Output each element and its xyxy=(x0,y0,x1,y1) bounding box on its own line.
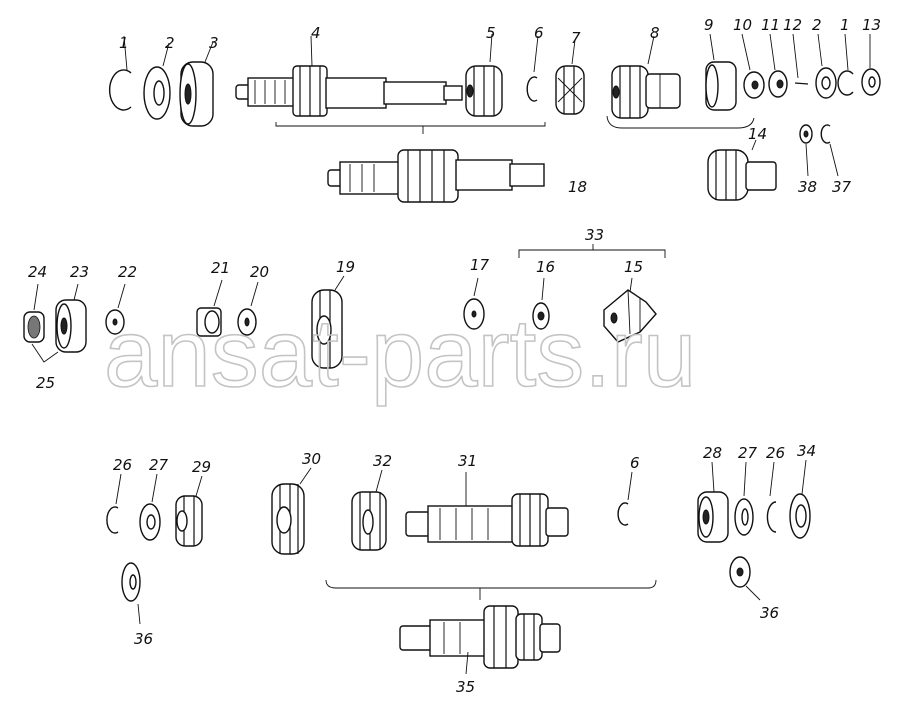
part-coupling-7 xyxy=(555,39,585,115)
callout-8: 8 xyxy=(650,24,660,42)
callout-7: 7 xyxy=(571,29,581,47)
part-washer-27-left xyxy=(139,473,161,541)
callout-38: 38 xyxy=(798,178,817,196)
part-washer-2-right xyxy=(815,33,837,99)
part-nut-21 xyxy=(196,279,223,337)
callout-5: 5 xyxy=(486,24,496,42)
callout-16: 16 xyxy=(536,258,555,276)
callout-36-left: 36 xyxy=(134,630,153,648)
callout-14: 14 xyxy=(748,125,767,143)
part-circlip-26-right xyxy=(766,461,777,533)
callout-27-left: 27 xyxy=(149,456,169,474)
part-circlip-26-left xyxy=(106,473,122,534)
part-washer-20 xyxy=(237,281,259,336)
part-circlip-1 xyxy=(108,35,132,111)
part-washer-2 xyxy=(143,42,171,120)
callout-24: 24 xyxy=(28,263,47,281)
callout-13: 13 xyxy=(862,16,881,34)
part-shaft-assembly-18 xyxy=(327,149,545,203)
callout-34: 34 xyxy=(797,442,816,460)
callout-37: 37 xyxy=(832,178,852,196)
part-circlip-37 xyxy=(820,124,839,177)
part-gear-5 xyxy=(465,33,503,117)
callout-2-right: 2 xyxy=(812,16,822,34)
part-bearing-23 xyxy=(55,283,87,353)
part-washer-36-left xyxy=(121,562,141,625)
part-bearing-28 xyxy=(697,461,729,543)
assembly-bracket-33 xyxy=(518,244,666,258)
callout-23: 23 xyxy=(70,263,89,281)
part-gear-30 xyxy=(271,467,312,555)
callout-20: 20 xyxy=(250,263,269,281)
callout-35: 35 xyxy=(456,678,475,696)
callout-21: 21 xyxy=(211,259,230,277)
part-washer-17 xyxy=(463,277,485,330)
callout-29: 29 xyxy=(192,458,211,476)
callout-2: 2 xyxy=(165,34,175,52)
callout-9: 9 xyxy=(704,16,714,34)
callout-31: 31 xyxy=(458,452,477,470)
part-shaft-4 xyxy=(235,35,463,117)
callout-6-bottom: 6 xyxy=(630,454,640,472)
part-washer-34 xyxy=(789,459,811,539)
callout-30: 30 xyxy=(302,450,321,468)
part-washer-10 xyxy=(741,33,765,99)
callout-32: 32 xyxy=(373,452,392,470)
callout-1-right: 1 xyxy=(840,16,850,34)
part-gear-29 xyxy=(175,475,203,547)
part-washer-13 xyxy=(861,34,881,96)
part-washer-11 xyxy=(768,33,788,98)
part-gear-14 xyxy=(707,139,777,201)
callout-26-left: 26 xyxy=(113,456,132,474)
callout-28: 28 xyxy=(703,444,722,462)
part-washer-27-right xyxy=(734,461,754,536)
assembly-bracket-bottom xyxy=(325,579,657,600)
part-bearing-9 xyxy=(705,33,737,111)
callout-6-top: 6 xyxy=(534,24,544,42)
part-seal-24 xyxy=(23,283,45,343)
part-shaft-31 xyxy=(405,472,569,547)
part-shaft-assembly-35 xyxy=(399,605,561,675)
part-circlip-1-right xyxy=(837,33,854,96)
callout-33: 33 xyxy=(585,226,604,244)
callout-26-right: 26 xyxy=(766,444,785,462)
part-clutch-cone-15 xyxy=(603,277,657,343)
part-washer-22 xyxy=(105,283,126,335)
callout-11: 11 xyxy=(761,16,780,34)
callout-3: 3 xyxy=(209,34,219,52)
part-circlip-6-bottom xyxy=(617,471,633,526)
callout-36-right: 36 xyxy=(760,604,779,622)
callout-labels: 1 2 3 4 5 6 7 8 9 10 11 12 2 1 13 14 18 … xyxy=(28,16,881,696)
watermark-text: ansat-parts.ru xyxy=(104,300,696,407)
callout-22: 22 xyxy=(118,263,137,281)
callout-4: 4 xyxy=(311,24,321,42)
part-gear-sleeve-8 xyxy=(611,35,681,119)
callout-1: 1 xyxy=(119,34,129,52)
callout-27-right: 27 xyxy=(738,444,758,462)
callout-10: 10 xyxy=(733,16,752,34)
assembly-bracket-top-left xyxy=(275,122,546,134)
part-washer-38 xyxy=(799,124,813,177)
assembly-bracket-25 xyxy=(31,343,59,363)
callout-25: 25 xyxy=(36,374,55,392)
part-pin-12 xyxy=(792,33,809,85)
callout-18: 18 xyxy=(568,178,587,196)
part-circlip-6-top xyxy=(526,35,539,102)
callout-15: 15 xyxy=(624,258,643,276)
part-washer-16 xyxy=(532,277,550,330)
part-gear-32 xyxy=(351,469,387,551)
assembly-bracket-top-right xyxy=(606,115,755,129)
part-bearing-3 xyxy=(179,41,214,127)
callout-19: 19 xyxy=(336,258,355,276)
part-washer-36-right xyxy=(729,556,761,601)
callout-17: 17 xyxy=(470,256,490,274)
callout-12: 12 xyxy=(783,16,802,34)
part-gear-19 xyxy=(311,275,345,369)
